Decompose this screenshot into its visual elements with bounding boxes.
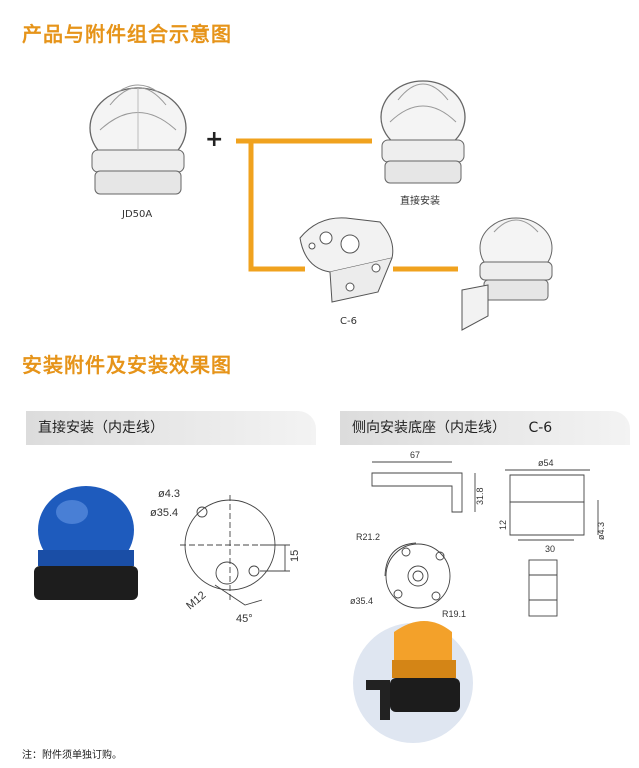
dim-30: 30 — [545, 544, 555, 554]
plus-sign: + — [205, 127, 223, 152]
bracket-drawing — [371, 461, 599, 617]
combination-diagram: + — [89, 80, 553, 331]
footer-note: 注：附件须单独订购。 — [22, 750, 122, 761]
label-jd50a: JD50A — [122, 209, 153, 220]
product-direct-image — [380, 80, 466, 184]
dim-318: 31.8 — [475, 487, 485, 505]
section-title-mounting: 安装附件及安装效果图 — [22, 353, 232, 377]
dim-d43: ø4.3 — [158, 488, 180, 500]
dim-12: 12 — [498, 520, 508, 530]
dim-r212: R21.2 — [356, 532, 380, 542]
label-direct: 直接安装 — [400, 196, 440, 207]
tab-direct-mount-label: 直接安装（内走线） — [38, 420, 164, 436]
connector-line — [236, 138, 458, 272]
blue-beacon-image — [34, 486, 138, 600]
product-bracket-mounted-image — [461, 217, 553, 331]
tab-side-mount: 侧向安装底座（内走线） C-6 — [340, 411, 630, 445]
dim-67: 67 — [410, 450, 420, 460]
section-title-combination: 产品与附件组合示意图 — [22, 22, 232, 46]
dim-d354: ø35.4 — [150, 507, 178, 519]
direct-mount-drawing — [180, 495, 290, 606]
dim-45: 45° — [236, 613, 253, 625]
dim-15: 15 — [289, 550, 301, 562]
tab-side-mount-label: 侧向安装底座（内走线） — [352, 420, 506, 436]
dim-d43-b: ø4.3 — [596, 522, 606, 540]
dim-d354-b: ø35.4 — [350, 596, 373, 606]
dim-d54: ø54 — [538, 458, 554, 468]
amber-beacon-photo — [353, 621, 473, 743]
dim-r191: R19.1 — [442, 609, 466, 619]
dim-m12: M12 — [184, 589, 208, 612]
product-jd50a-image — [89, 84, 187, 195]
label-c6: C-6 — [340, 316, 357, 327]
tab-side-mount-code: C-6 — [528, 420, 553, 436]
bracket-c6-image — [299, 217, 394, 303]
tab-direct-mount: 直接安装（内走线） — [26, 411, 316, 445]
